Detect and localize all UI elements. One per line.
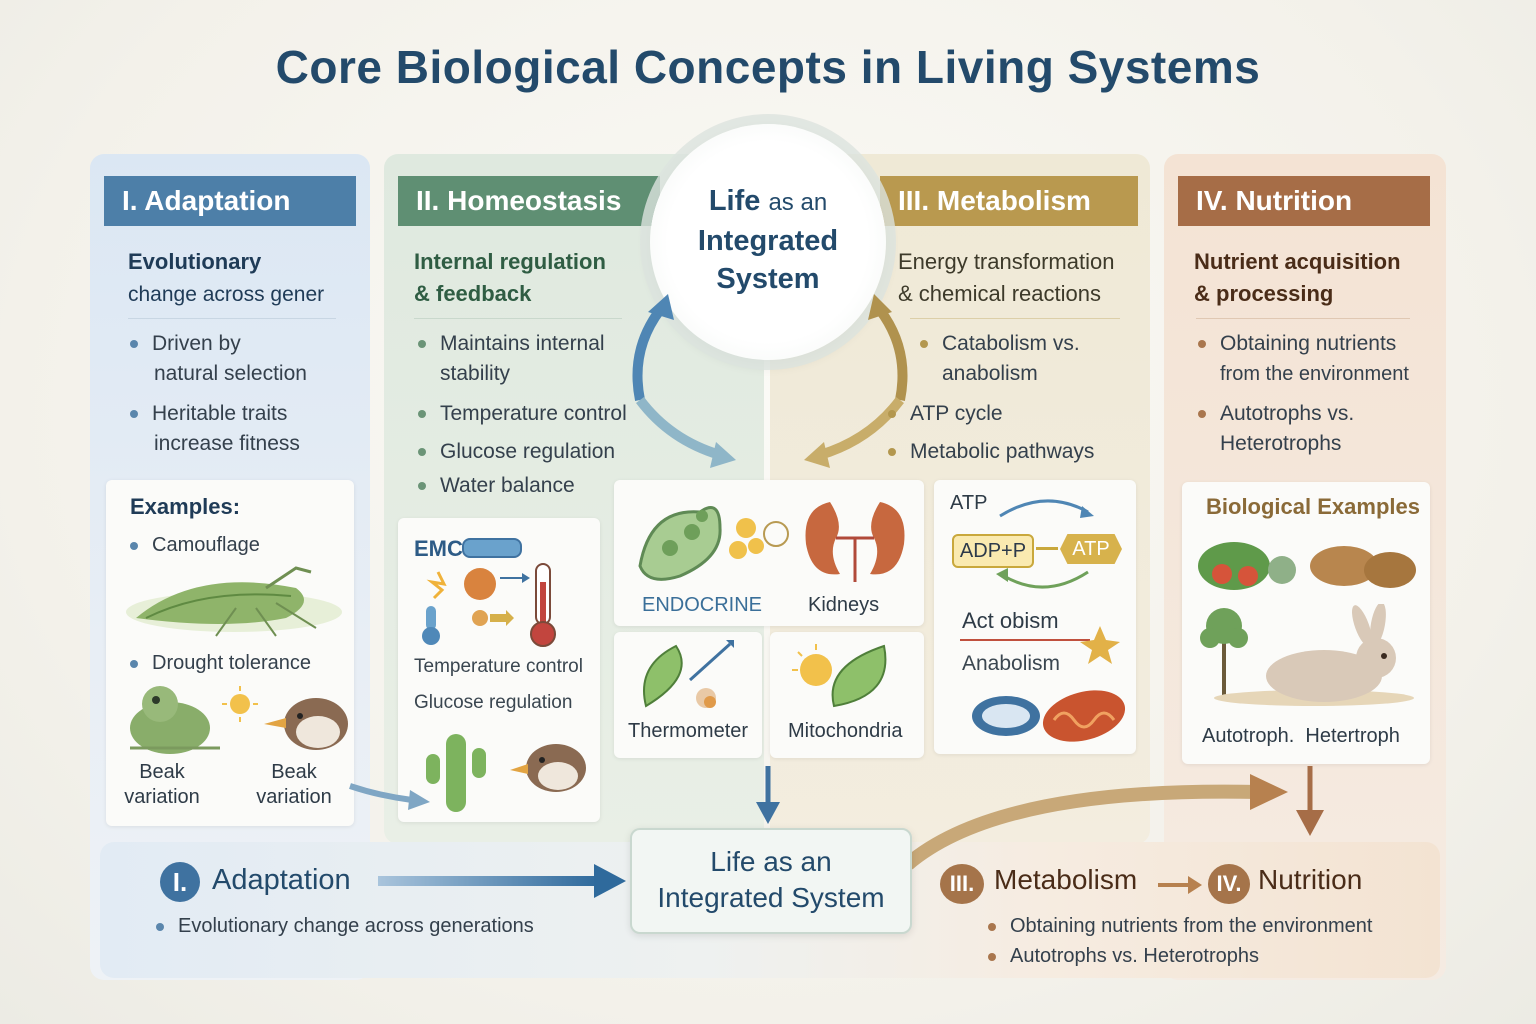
adaptation-to-center-arrow [378, 864, 626, 898]
kidneys-label: Kidneys [808, 594, 880, 616]
metabolism-to-nutrition-arrow [1158, 876, 1202, 894]
homeostasis-subtitle: Internal regulation& feedback [414, 249, 606, 306]
metabolism-subtitle: Energy transformation& chemical reaction… [898, 249, 1115, 306]
nutrition-bullet-2: Autotrophs vs. Heterotrophs [1198, 399, 1354, 459]
bottom-integrated-system-box: Life as an Integrated System [630, 828, 912, 934]
bottom-nutrition-label: Nutrition [1258, 864, 1363, 895]
bottom-nutrition-bullet-1: Obtaining nutrients from the environment [988, 911, 1372, 941]
metabolism-bullet-3: Metabolic pathways [888, 437, 1094, 467]
autotroph-heterotroph-caption: Autotroph. Hetertroph [1202, 725, 1400, 747]
organs-to-center-arrow [756, 766, 780, 824]
reaction-arrow [1036, 547, 1058, 550]
bottom-center-line2: Integrated System [657, 882, 885, 913]
food-vegetables-illustration [1198, 542, 1416, 590]
metabolism-bullet-1: Catabolism vs. anabolism [920, 329, 1080, 389]
catabolism-arrow-icon [960, 626, 1120, 664]
homeostasis-bullet-2: Temperature control [418, 399, 627, 429]
finch-bird-icon [264, 698, 348, 750]
anabolism-label: Anabolism [962, 652, 1061, 675]
example-camouflage: Camouflage [130, 530, 260, 560]
hub-as-an: as an [768, 189, 828, 216]
mitochondria-label: Mitochondria [788, 720, 903, 742]
camouflage-insect-illustration [126, 566, 342, 637]
divider [910, 318, 1120, 319]
plant-and-rabbit-illustration [1200, 604, 1414, 706]
atp-hexagon: ATP [1060, 534, 1122, 564]
hub-life: Life [708, 185, 761, 217]
card-glucose-regulation: Glucose regulation [414, 692, 573, 713]
adaptation-header: I. Adaptation [104, 176, 356, 226]
homeostasis-bullet-1: Maintains internal stability [418, 329, 605, 389]
adaptation-bullet-1: Driven by natural selection [130, 329, 307, 389]
adp-p-box: ADP+P [952, 534, 1034, 568]
kidneys-icon [805, 502, 905, 582]
emc-label: EMC [414, 536, 463, 561]
center-to-nutrition-curved-arrow [903, 774, 1288, 870]
sun-and-leaf-illustration [792, 644, 887, 708]
examples-title: Examples: [130, 494, 241, 519]
divider [1196, 318, 1410, 319]
thermometer-label: Thermometer [628, 720, 749, 742]
bottom-metabolism-label: Metabolism [994, 864, 1138, 895]
atp-cycle-arrow-bottom [996, 568, 1089, 589]
life-integrated-system-hub: Life as an Integrated System [650, 124, 886, 360]
endocrine-label: ENDOCRINE [642, 594, 763, 616]
biological-examples-title: Biological Examples [1206, 494, 1420, 519]
divider [414, 318, 622, 319]
hub-feedback-arrows [632, 294, 908, 468]
thermometer-bar-icon [462, 538, 522, 558]
toad-icon [130, 686, 220, 754]
metabolism-header: III. Metabolism [880, 176, 1138, 226]
nutrition-bullet-1: Obtaining nutrients from the environment [1198, 329, 1409, 389]
hub-integrated: Integrated [697, 225, 839, 257]
bottom-center-line1: Life as an [710, 846, 832, 877]
metabolism-number-badge: III. [940, 864, 984, 904]
adaptation-examples-card [106, 480, 354, 826]
nutrition-down-arrow [1296, 766, 1324, 836]
nutrition-header: IV. Nutrition [1178, 176, 1430, 226]
example-drought-tolerance: Drought tolerance [130, 648, 311, 678]
temperature-feedback-illustration [422, 563, 556, 647]
catabolism-label: Act obism [962, 608, 1059, 633]
page-title: Core Biological Concepts in Living Syste… [275, 41, 1261, 93]
divider [128, 318, 336, 319]
homeostasis-bullet-3: Glucose regulation [418, 437, 615, 467]
homeostasis-bullet-4: Water balance [418, 471, 575, 501]
leaf-growth-illustration [643, 640, 734, 708]
mitochondria-illustration [972, 690, 1126, 742]
atp-cycle-arrow-top [999, 499, 1094, 518]
adaptation-subtitle-bold: Evolutionary [128, 249, 262, 274]
adaptation-to-homeostasis-arrow [349, 783, 430, 810]
hub-system: System [716, 263, 820, 295]
cactus-and-bird-illustration [426, 734, 586, 812]
adaptation-number-badge: I. [160, 862, 200, 902]
bottom-nutrition-bullet-2: Autotrophs vs. Heterotrophs [988, 941, 1259, 971]
nutrition-number-badge: IV. [1208, 864, 1250, 904]
metabolism-bullet-2: ATP cycle [888, 399, 1003, 429]
atp-top-label: ATP [950, 492, 988, 514]
adaptation-bullet-2: Heritable traits increase fitness [130, 399, 300, 459]
thermometer-card [614, 632, 762, 758]
adaptation-subtitle-rest: change across gener [128, 283, 325, 306]
nutrition-subtitle: Nutrient acquisition& processing [1194, 249, 1401, 306]
card-temperature-control: Temperature control [414, 656, 583, 677]
sun-icon [222, 686, 258, 722]
homeostasis-header: II. Homeostasis [398, 176, 660, 226]
adaptation-subtitle: Evolutionary change across gener [128, 246, 324, 311]
bottom-adaptation-label: Adaptation [212, 864, 351, 896]
endocrine-cell-illustration [638, 506, 789, 581]
bottom-adaptation-bullet: Evolutionary change across generations [156, 911, 534, 941]
